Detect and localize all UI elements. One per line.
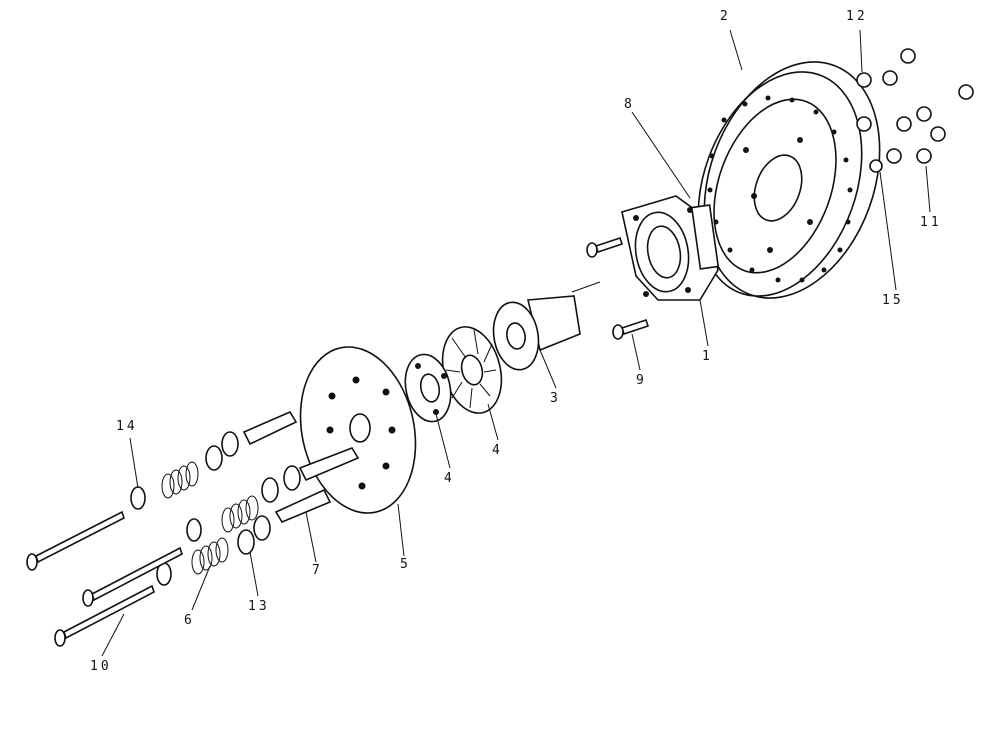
callout-9: 9 bbox=[636, 373, 647, 388]
part-9-bolts bbox=[586, 236, 650, 340]
callout-5: 5 bbox=[400, 557, 411, 572]
part-7-spacer-tubes bbox=[242, 410, 360, 524]
part-1-hub bbox=[621, 195, 720, 301]
pulley-bolt-holes bbox=[707, 95, 853, 283]
callout-1: 1 bbox=[702, 349, 713, 364]
callout-2: 2 bbox=[720, 9, 731, 24]
part-4-toothed-hub bbox=[404, 353, 452, 423]
callout-8: 8 bbox=[624, 97, 635, 112]
callout-6: 6 bbox=[184, 613, 195, 628]
callout-12: 12 bbox=[846, 9, 868, 24]
part-6-springs bbox=[161, 461, 259, 575]
callout-15: 15 bbox=[882, 293, 904, 308]
callout-3: 3 bbox=[550, 391, 561, 406]
callout-10: 10 bbox=[90, 659, 112, 674]
washers bbox=[130, 431, 301, 586]
callout-14: 14 bbox=[116, 419, 138, 434]
callout-13: 13 bbox=[248, 599, 270, 614]
part-5-disc bbox=[299, 346, 417, 514]
part-10-long-bolts bbox=[26, 510, 183, 647]
callout-4a: 4 bbox=[492, 443, 503, 458]
callout-4b: 4 bbox=[444, 471, 455, 486]
callout-7: 7 bbox=[312, 563, 323, 578]
part-4-star-washer bbox=[441, 326, 503, 414]
nuts bbox=[856, 48, 974, 173]
callout-11: 11 bbox=[920, 215, 942, 230]
leader-lines bbox=[101, 29, 931, 657]
callouts: 2 12 8 11 15 1 9 3 4 4 5 7 13 6 10 14 bbox=[90, 9, 942, 674]
part-2-pulley bbox=[697, 61, 881, 299]
part-3-sleeve bbox=[492, 281, 601, 371]
